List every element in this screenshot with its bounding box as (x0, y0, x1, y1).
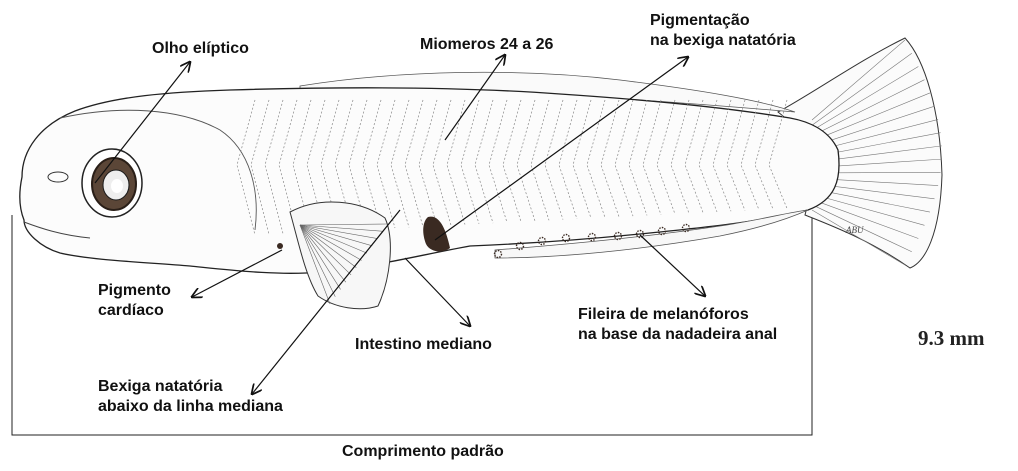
label-eye: Olho elíptico (152, 39, 249, 59)
label-swimbladder-pigment-2: na bexiga natatória (650, 31, 796, 51)
eye (82, 149, 142, 217)
scale-label: 9.3 mm (918, 326, 985, 351)
label-swimbladder-2: abaixo da linha mediana (98, 397, 283, 417)
label-swimbladder-1: Bexiga natatória (98, 377, 222, 397)
label-swimbladder-pigment-1: Pigmentação (650, 11, 750, 31)
label-standard-length: Comprimento padrão (342, 442, 504, 462)
label-cardiac-2: cardíaco (98, 301, 164, 321)
cardiac-pigment (277, 243, 283, 249)
label-melanophores-1: Fileira de melanóforos (578, 305, 749, 325)
label-cardiac-1: Pigmento (98, 281, 171, 301)
label-intestine: Intestino mediano (355, 335, 492, 355)
label-myomeres: Miomeros 24 a 26 (420, 35, 553, 55)
label-melanophores-2: na base da nadadeira anal (578, 325, 777, 345)
artist-signature: ABU (846, 225, 864, 235)
